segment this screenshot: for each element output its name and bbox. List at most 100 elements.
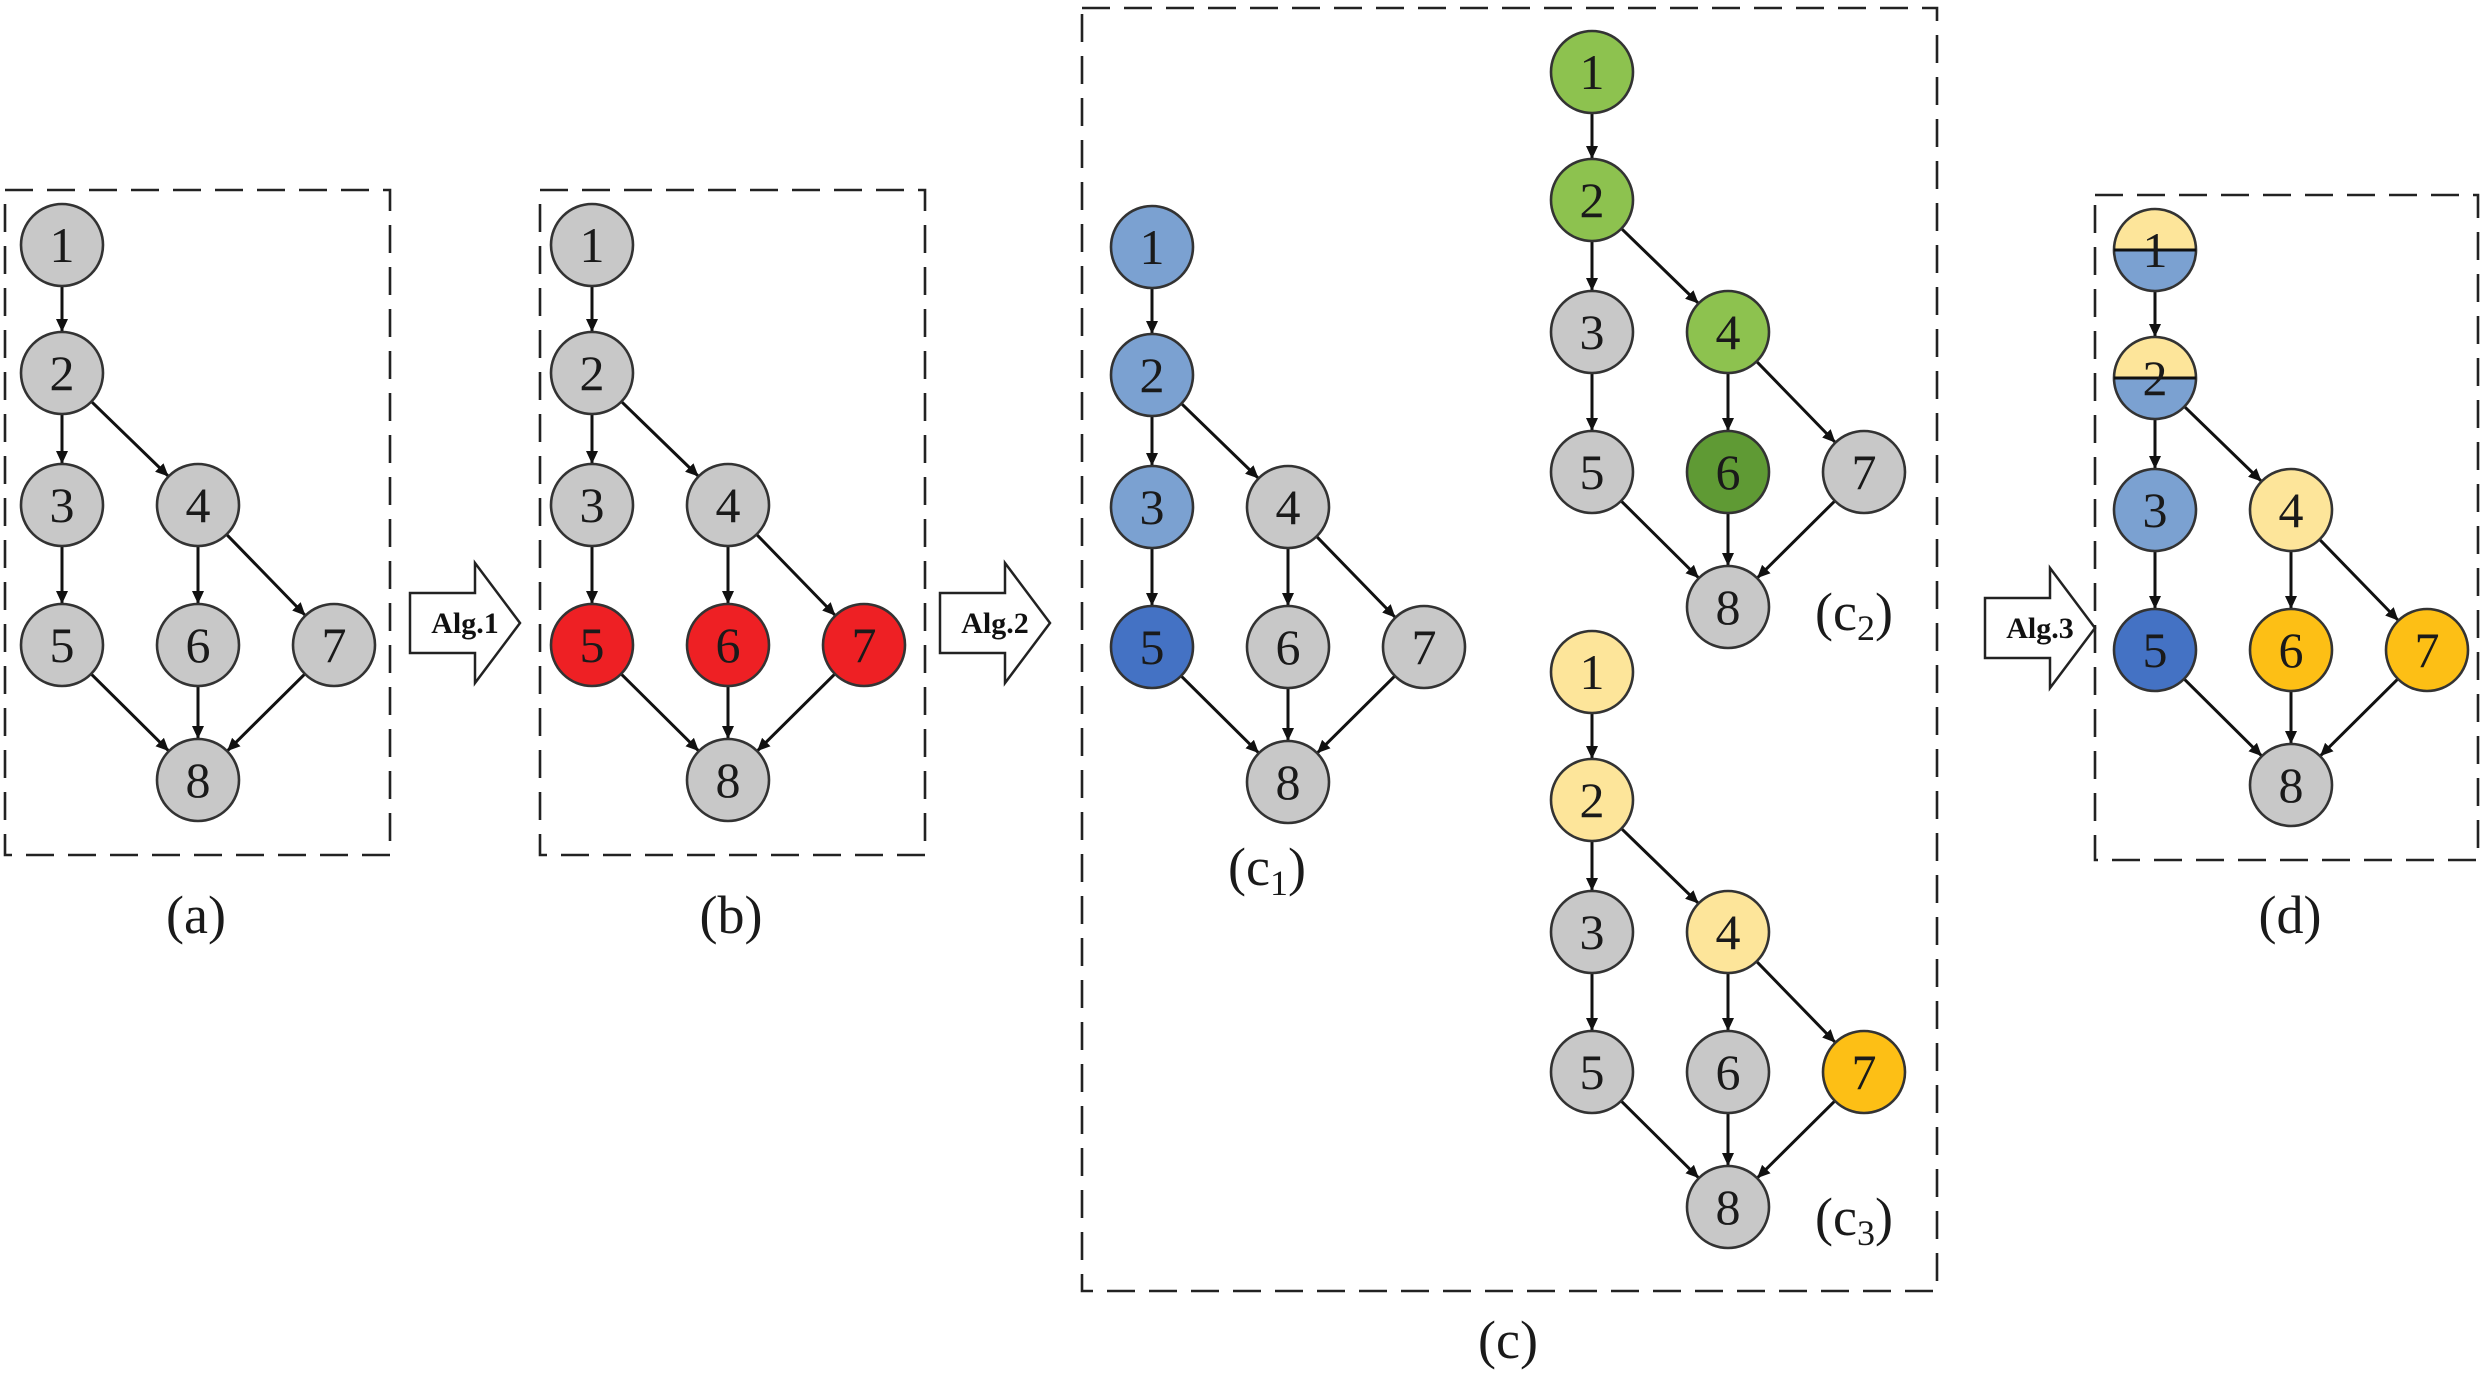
node-circle xyxy=(19,202,105,288)
node-label: 2 xyxy=(50,345,75,401)
node-8: 8 xyxy=(1685,1164,1771,1250)
node-3: 3 xyxy=(1549,289,1635,375)
node-label: 3 xyxy=(1580,904,1605,960)
node-8: 8 xyxy=(685,737,771,823)
node-label: 7 xyxy=(1852,1044,1877,1100)
node-7: 7 xyxy=(821,602,907,688)
node-circle xyxy=(1549,289,1635,375)
node-3: 3 xyxy=(1109,464,1195,550)
node-label: 4 xyxy=(716,477,741,533)
edge-7-8 xyxy=(226,672,306,752)
node-circle xyxy=(1245,739,1331,825)
node-circle xyxy=(2248,742,2334,828)
alg2-arrow: Alg.2 xyxy=(938,559,1052,687)
node-circle xyxy=(549,602,635,688)
edge-2-4 xyxy=(90,400,169,477)
node-label: 7 xyxy=(1412,619,1437,675)
node-5: 5 xyxy=(1549,1029,1635,1115)
node-1: 1 xyxy=(19,202,105,288)
node-label: 4 xyxy=(186,477,211,533)
caption-c3-main: (c xyxy=(1815,1187,1857,1247)
node-5: 5 xyxy=(2112,607,2198,693)
node-label: 3 xyxy=(1580,304,1605,360)
caption-c2-main: (c xyxy=(1815,582,1857,642)
node-5: 5 xyxy=(1109,604,1195,690)
node-circle xyxy=(155,602,241,688)
node-7: 7 xyxy=(1821,429,1907,515)
panel-b-frame xyxy=(538,188,927,857)
node-8: 8 xyxy=(1245,739,1331,825)
caption-c1: (c1) xyxy=(1228,837,1306,903)
node-label: 6 xyxy=(716,617,741,673)
node-3: 3 xyxy=(549,462,635,548)
node-label: 6 xyxy=(1716,444,1741,500)
node-circle xyxy=(1245,604,1331,690)
node-circle xyxy=(1685,429,1771,515)
node-label: 3 xyxy=(50,477,75,533)
edge-5-8 xyxy=(1620,499,1700,579)
node-label: 1 xyxy=(2143,222,2168,278)
node-circle xyxy=(1549,757,1635,843)
edge-2-4 xyxy=(1620,827,1699,904)
node-label: 2 xyxy=(580,345,605,401)
graph-b: 1 2 3 4 5 6 78 xyxy=(549,202,907,823)
node-label: 6 xyxy=(1716,1044,1741,1100)
node-circle xyxy=(1685,889,1771,975)
node-circle xyxy=(549,462,635,548)
node-label: 7 xyxy=(2415,622,2440,678)
edge-7-8 xyxy=(1316,674,1396,754)
node-circle xyxy=(821,602,907,688)
node-3: 3 xyxy=(19,462,105,548)
node-label: 8 xyxy=(1716,579,1741,635)
node-4: 4 xyxy=(155,462,241,548)
caption-c2-sub: 2 xyxy=(1857,608,1875,648)
node-label: 8 xyxy=(1276,754,1301,810)
node-5: 5 xyxy=(1549,429,1635,515)
alg2-label: Alg.2 xyxy=(961,607,1029,640)
node-8: 8 xyxy=(155,737,241,823)
node-4: 4 xyxy=(1245,464,1331,550)
node-circle xyxy=(2112,607,2198,693)
edge-4-7 xyxy=(755,533,836,616)
node-2: 2 xyxy=(549,330,635,416)
node-label: 1 xyxy=(50,217,75,273)
node-circle xyxy=(2248,607,2334,693)
node-5: 5 xyxy=(19,602,105,688)
node-2: 2 xyxy=(1549,757,1635,843)
node-circle xyxy=(1821,429,1907,515)
caption-c1-sub: 1 xyxy=(1270,863,1288,903)
caption-c: (c) xyxy=(1478,1310,1538,1370)
node-1: 1 xyxy=(2112,207,2198,293)
edge-5-8 xyxy=(90,672,170,752)
node-1: 1 xyxy=(1109,204,1195,290)
node-label: 6 xyxy=(186,617,211,673)
node-circle xyxy=(1549,1029,1635,1115)
node-label: 1 xyxy=(580,217,605,273)
node-8: 8 xyxy=(1685,564,1771,650)
node-4: 4 xyxy=(685,462,771,548)
caption-d: (d) xyxy=(2259,885,2322,945)
node-circle xyxy=(19,462,105,548)
node-circle xyxy=(1549,889,1635,975)
node-label: 5 xyxy=(1140,619,1165,675)
node-7: 7 xyxy=(1821,1029,1907,1115)
node-label: 8 xyxy=(1716,1179,1741,1235)
edge-4-7 xyxy=(1315,535,1396,618)
node-4: 4 xyxy=(2248,467,2334,553)
edge-7-8 xyxy=(1756,1099,1836,1179)
edge-2-4 xyxy=(2183,405,2262,482)
node-circle xyxy=(1549,157,1635,243)
node-1: 1 xyxy=(1549,629,1635,715)
node-circle xyxy=(1109,604,1195,690)
node-label: 5 xyxy=(2143,622,2168,678)
node-circle xyxy=(685,602,771,688)
node-circle xyxy=(19,602,105,688)
node-5: 5 xyxy=(549,602,635,688)
node-circle xyxy=(1685,564,1771,650)
